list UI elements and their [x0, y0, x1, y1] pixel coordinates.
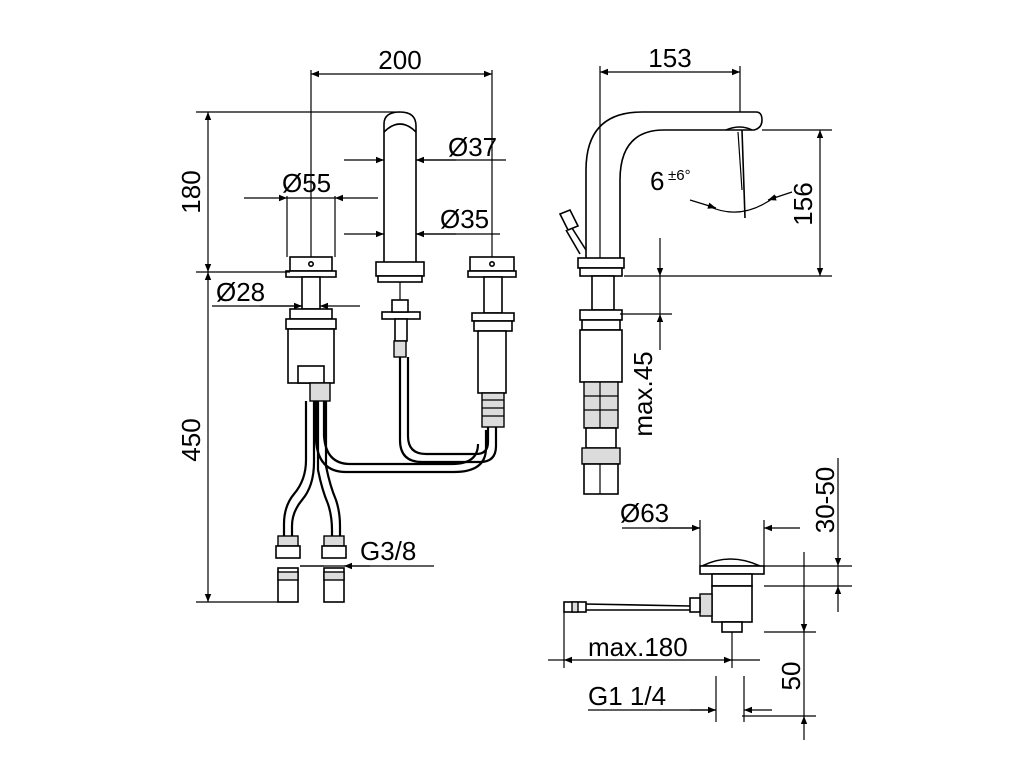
drain-view: Ø63 30-50 max.180: [548, 458, 852, 740]
dim-thread-g114: G1 1/4: [588, 676, 772, 722]
dim-label-450: 450: [176, 418, 206, 461]
front-view: 200 Ø37 Ø35 Ø55: [176, 45, 517, 603]
dim-label-180: 180: [176, 170, 206, 213]
dim-label-angle-tol: ±6°: [668, 167, 691, 184]
dim-dia-55: Ø55: [244, 168, 378, 257]
dim-width-200: 200: [311, 45, 492, 78]
side-view: 6 ±6° 153 156 max.45: [558, 43, 832, 495]
dim-height-50: 50: [742, 552, 816, 740]
dim-label-50: 50: [776, 662, 806, 691]
right-valve: [467, 256, 517, 428]
drain-body: [563, 558, 765, 633]
dim-label-153: 153: [648, 43, 691, 73]
hoses: [282, 357, 498, 546]
dim-label-dia-63: Ø63: [620, 498, 669, 528]
hose-fittings-left: [275, 535, 347, 603]
spout-body: [375, 111, 425, 358]
dim-dia-37: Ø37: [344, 132, 506, 164]
dim-label-dia-28: Ø28: [216, 277, 265, 307]
dim-label-g114: G1 1/4: [588, 681, 666, 711]
dim-dia-28: Ø28: [212, 277, 360, 310]
dim-dia-63: Ø63: [620, 498, 800, 566]
dim-label-max-180: max.180: [588, 632, 688, 662]
dim-max-45: max.45: [620, 238, 672, 437]
dim-dia-35: Ø35: [344, 204, 500, 238]
dim-label-max-45: max.45: [628, 351, 658, 436]
dim-max-180: max.180: [548, 612, 760, 668]
dim-label-dia-37: Ø37: [448, 132, 497, 162]
dim-label-200: 200: [378, 45, 421, 75]
dim-label-156: 156: [788, 182, 818, 225]
dim-reach-153: 153: [599, 43, 741, 258]
dim-label-dia-55: Ø55: [282, 168, 331, 198]
dim-label-30-50: 30-50: [810, 467, 840, 534]
side-spout: [558, 111, 763, 495]
dim-range-30-50: 30-50: [764, 458, 852, 612]
dim-label-dia-35: Ø35: [440, 204, 489, 234]
dim-label-angle-base: 6: [650, 166, 664, 196]
dim-height-180: 180: [176, 111, 400, 273]
left-valve: [285, 256, 337, 402]
dim-height-450: 450: [176, 272, 278, 603]
dim-angle-6: 6 ±6°: [650, 166, 793, 213]
dim-thread-g38: G3/8: [300, 536, 434, 570]
dim-height-156: 156: [624, 129, 832, 277]
center-lines: [310, 70, 493, 257]
dim-label-g38: G3/8: [360, 536, 416, 566]
